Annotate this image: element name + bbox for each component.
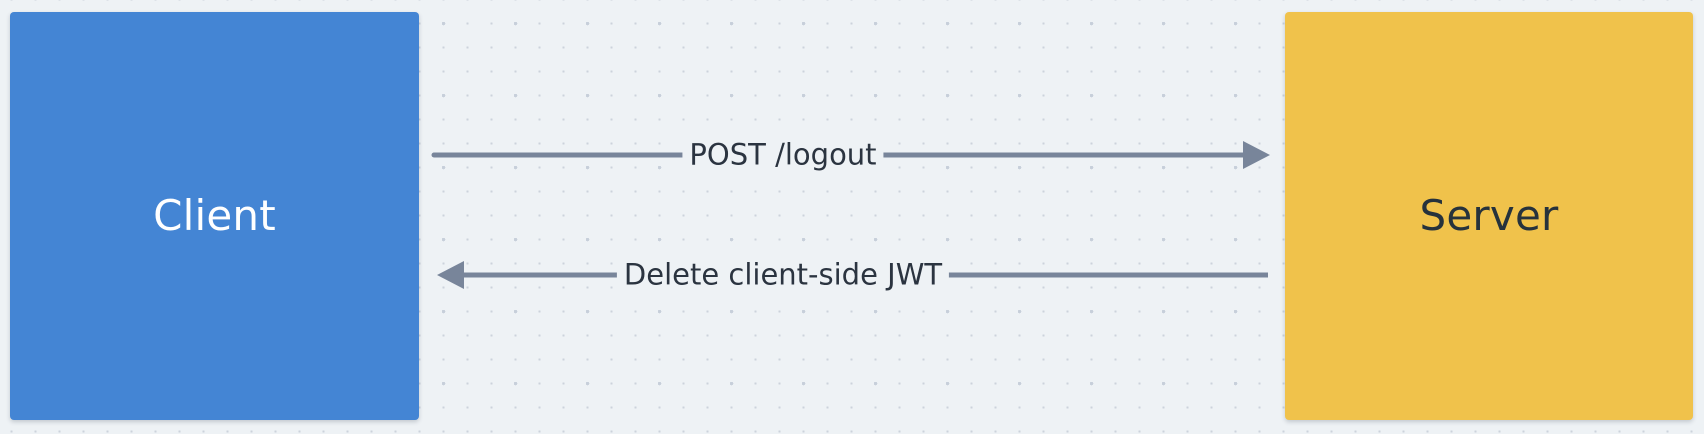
edge-label-response: Delete client-side JWT — [616, 255, 950, 295]
node-client-label: Client — [153, 191, 276, 240]
node-server[interactable]: Server — [1285, 12, 1693, 420]
node-client[interactable]: Client — [10, 12, 419, 420]
node-server-label: Server — [1419, 191, 1559, 240]
edge-label-request: POST /logout — [682, 135, 884, 175]
